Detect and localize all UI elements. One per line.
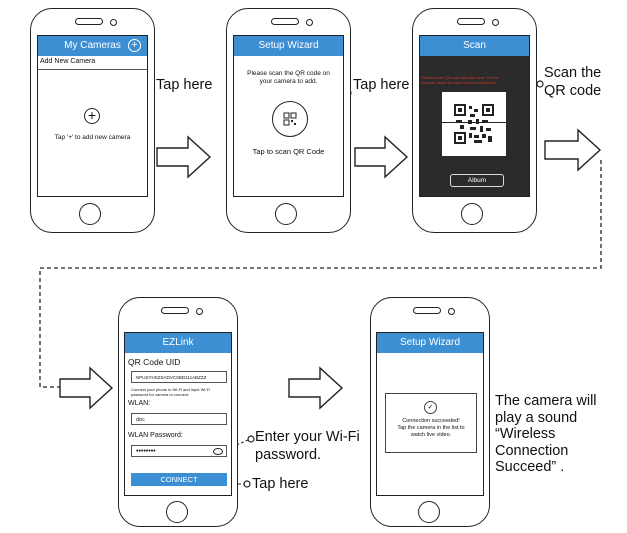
front-camera: [306, 19, 313, 26]
callout-step3-line1: Scan the: [544, 65, 602, 81]
check-circle-icon: ✓: [424, 401, 437, 414]
home-button: [461, 203, 483, 225]
add-camera-plus-icon[interactable]: +: [84, 108, 100, 124]
home-button: [418, 501, 440, 523]
phone-step4: EZLink QR Code UID NPUSYHSZSADVCSBD111AB…: [118, 297, 238, 527]
front-camera: [110, 19, 117, 26]
scan-red-hint-2: barcode outside the frame to avoid inter…: [422, 81, 497, 85]
screen-step2: Setup Wizard Please scan the QR code on …: [233, 35, 344, 197]
arrow-step4-to-step5: [288, 366, 344, 410]
home-button: [275, 203, 297, 225]
phone-step3: Scan Please put the QR code within the f…: [412, 8, 537, 233]
title-bar: Scan: [420, 36, 529, 56]
plus-circle-icon[interactable]: +: [128, 39, 141, 52]
scan-instruction-2: your camera to add.: [259, 78, 318, 85]
speaker-slot: [75, 18, 103, 25]
front-camera: [492, 19, 499, 26]
scan-frame: [442, 92, 506, 156]
wifi-note-2: password for camera to connect:: [131, 392, 190, 397]
album-button[interactable]: Album: [450, 174, 504, 187]
speaker-slot: [457, 18, 485, 25]
callout-step3-line2: QR code: [544, 83, 602, 99]
add-new-camera-row[interactable]: Add New Camera: [40, 58, 96, 65]
wlan-field[interactable]: doc: [131, 413, 227, 425]
title-bar: Setup Wizard: [377, 333, 483, 353]
phone-step1: My Cameras + Add New Camera + Tap '+' to…: [30, 8, 155, 233]
title-bar: My Cameras +: [38, 36, 147, 56]
password-dots: ••••••••: [136, 448, 156, 455]
wlan-label: WLAN:: [128, 400, 151, 407]
success-line-3: watch live video.: [410, 432, 452, 438]
scan-line: [442, 122, 506, 123]
phone-step2: Setup Wizard Please scan the QR code on …: [226, 8, 351, 233]
front-camera: [448, 308, 455, 315]
page-title: Setup Wizard: [258, 40, 319, 51]
callout-step1: Tap here: [156, 77, 213, 93]
page-title: Setup Wizard: [399, 337, 461, 348]
title-bar: Setup Wizard: [234, 36, 343, 56]
home-button: [79, 203, 101, 225]
page-title: Scan: [463, 40, 486, 51]
speaker-slot: [271, 18, 299, 25]
qr-uid-label: QR Code UID: [128, 357, 181, 367]
album-label: Album: [467, 177, 487, 184]
title-bar: EZLink: [125, 333, 231, 353]
row-divider: [38, 69, 147, 70]
connect-label: CONNECT: [160, 475, 198, 484]
callout-step5-line: play a sound: [495, 409, 578, 426]
home-button: [166, 501, 188, 523]
scan-qr-label: Tap to scan QR Code: [252, 147, 325, 156]
add-camera-hint: Tap '+' to add new camera: [54, 134, 131, 141]
callout-step5-line: The camera will: [495, 393, 597, 409]
screen-step4: EZLink QR Code UID NPUSYHSZSADVCSBD111AB…: [124, 332, 232, 496]
success-dialog: ✓ Connection succeeded! Tap the camera i…: [385, 393, 477, 453]
callout-step5-line: Succeed” .: [495, 459, 565, 475]
callout-password-line2: password.: [255, 447, 322, 463]
qr-code-icon: [283, 112, 297, 126]
success-line-1: Connection succeeded!: [402, 418, 460, 424]
callout-password-line1: Enter your Wi-Fi: [255, 429, 360, 445]
callout-step2: Tap here: [353, 77, 410, 93]
page-title: EZLink: [162, 337, 194, 348]
front-camera: [196, 308, 203, 315]
uid-field[interactable]: NPUSYHSZSADVCSBD111ABZZZ: [131, 371, 227, 383]
wlan-password-field[interactable]: ••••••••: [131, 445, 227, 457]
scan-qr-button[interactable]: [272, 101, 308, 137]
arrow-step1-to-step2: [156, 135, 212, 179]
callout-step5-line: Connection: [495, 442, 569, 459]
qr-code-image: [454, 104, 494, 144]
page-title: My Cameras: [64, 40, 121, 51]
success-line-2: Tap the camera in the list to: [397, 425, 465, 431]
connect-button[interactable]: CONNECT: [131, 473, 227, 486]
scan-red-hint-1: Please put the QR code within the frame.…: [422, 76, 498, 80]
phone-step5: Setup Wizard ✓ Connection succeeded! Tap…: [370, 297, 490, 527]
callout-connect: Tap here: [252, 476, 309, 492]
arrow-step3-out: [544, 128, 602, 172]
callout-step5: The camera will play a sound “Wireless C…: [495, 393, 597, 476]
wifi-note-1: Connect your phone to Wi-Fi and input Wi…: [131, 387, 210, 392]
arrow-step2-to-step3: [354, 135, 409, 179]
callout-step5-line: “Wireless: [495, 426, 556, 442]
screen-step5: Setup Wizard ✓ Connection succeeded! Tap…: [376, 332, 484, 496]
dashed-flow-line: [39, 160, 602, 388]
arrow-into-step4: [59, 366, 114, 410]
speaker-slot: [161, 307, 189, 314]
screen-step3: Scan Please put the QR code within the f…: [419, 35, 530, 197]
screen-step1: My Cameras + Add New Camera + Tap '+' to…: [37, 35, 148, 197]
scan-instruction-1: Please scan the QR code on: [247, 70, 330, 77]
speaker-slot: [413, 307, 441, 314]
wlan-password-label: WLAN Password:: [128, 432, 183, 439]
eye-icon[interactable]: [213, 448, 223, 455]
